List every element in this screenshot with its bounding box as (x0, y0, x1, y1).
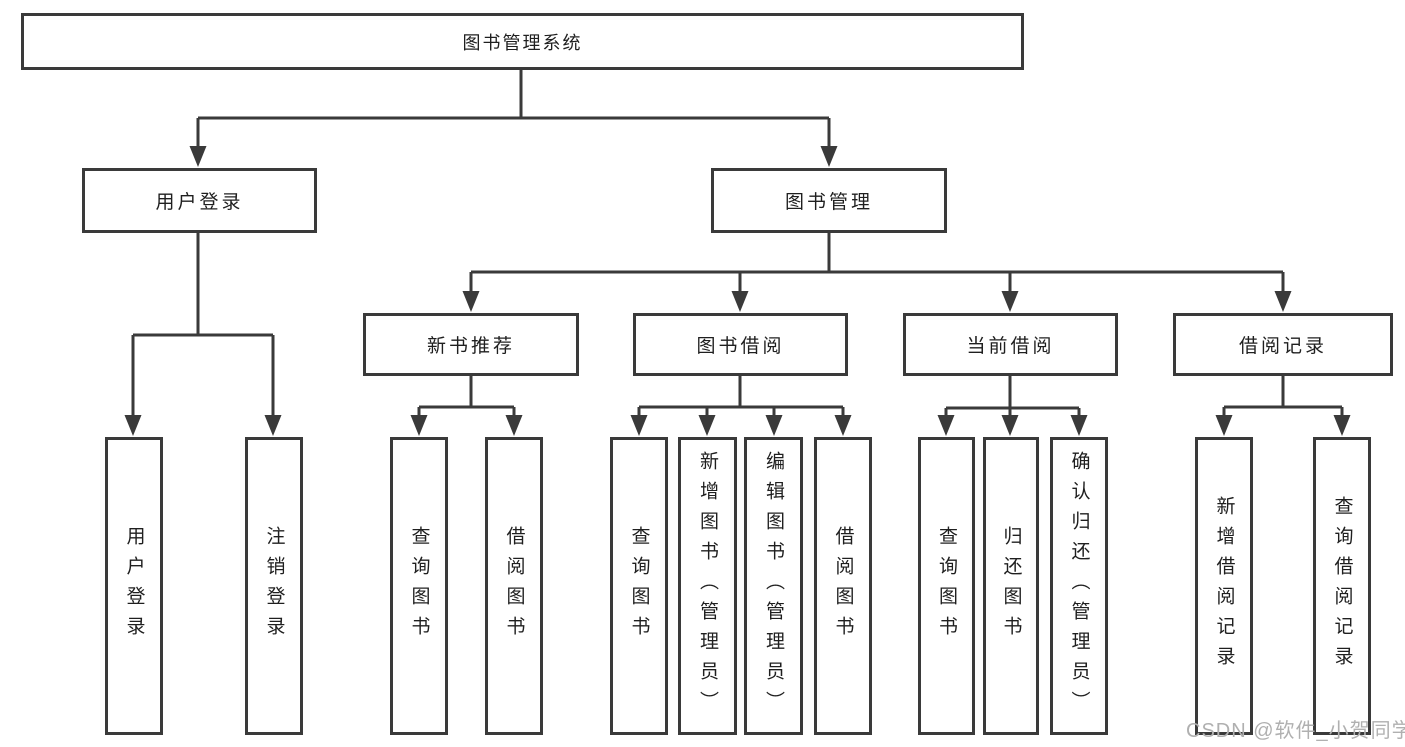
node-new-book-recommendation: 新书推荐 (363, 313, 579, 376)
leaf-label: 新增借阅记录 (1213, 496, 1235, 676)
leaf-label: 借阅图书 (832, 526, 854, 646)
node-label: 新书推荐 (426, 336, 515, 357)
node-label: 图书管理 (784, 192, 873, 213)
node-label: 当前借阅 (966, 336, 1055, 357)
leaf-borrow-books-recommend: 借阅图书 (485, 437, 543, 735)
node-user-login: 用户登录 (82, 168, 317, 233)
leaf-borrow-books: 借阅图书 (814, 437, 872, 735)
leaf-add-borrow-record: 新增借阅记录 (1195, 437, 1253, 735)
node-label: 用户登录 (155, 192, 244, 213)
leaf-label: 确认归还（管理员） (1068, 451, 1090, 721)
node-book-management: 图书管理 (711, 168, 947, 233)
node-current-borrowing: 当前借阅 (903, 313, 1118, 376)
leaf-label: 查询借阅记录 (1331, 496, 1353, 676)
node-label: 借阅记录 (1238, 336, 1327, 357)
leaf-query-books-borrowing: 查询图书 (610, 437, 668, 735)
leaf-label: 查询图书 (936, 526, 957, 646)
leaf-label: 用户登录 (123, 526, 145, 646)
leaf-query-borrow-record: 查询借阅记录 (1313, 437, 1371, 735)
node-label: 图书借阅 (696, 336, 785, 357)
connector-lines (131, 69, 1344, 417)
leaf-label: 归还图书 (1000, 526, 1022, 646)
node-library-management-system: 图书管理系统 (21, 13, 1024, 70)
node-book-borrowing: 图书借阅 (633, 313, 848, 376)
leaf-add-books-admin: 新增图书（管理员） (678, 437, 737, 735)
leaf-query-books-recommend: 查询图书 (390, 437, 448, 735)
node-borrowing-records: 借阅记录 (1173, 313, 1393, 376)
leaf-label: 查询图书 (408, 526, 430, 646)
leaf-logout: 注销登录 (245, 437, 303, 735)
leaf-confirm-return-admin: 确认归还（管理员） (1050, 437, 1108, 735)
leaf-edit-books-admin: 编辑图书（管理员） (744, 437, 803, 735)
arrowheads (124, 146, 1351, 436)
leaf-query-books-current: 查询图书 (918, 437, 975, 735)
node-label: 图书管理系统 (462, 32, 583, 53)
leaf-label: 注销登录 (263, 526, 285, 646)
leaf-return-books: 归还图书 (983, 437, 1039, 735)
leaf-label: 借阅图书 (503, 526, 525, 646)
leaf-user-login: 用户登录 (105, 437, 163, 735)
csdn-watermark: CSDN @软件_小贺同学 (1186, 720, 1405, 742)
leaf-label: 新增图书（管理员） (697, 451, 718, 721)
leaf-label: 查询图书 (628, 526, 650, 646)
leaf-label: 编辑图书（管理员） (763, 451, 784, 721)
